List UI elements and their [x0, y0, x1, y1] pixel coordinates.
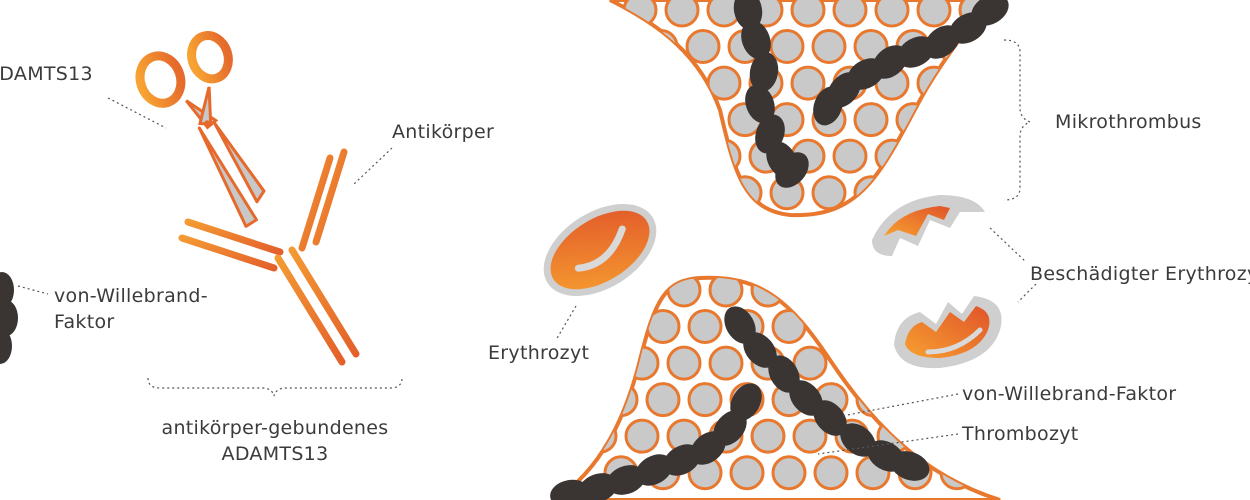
vwf-segment-icon — [768, 355, 800, 393]
platelet-icon — [832, 138, 868, 174]
platelet-icon — [855, 309, 891, 345]
platelet-icon — [790, 0, 826, 28]
vwf-segment-icon — [550, 479, 590, 500]
platelet-icon — [687, 382, 723, 418]
platelet-icon — [832, 0, 868, 28]
platelet-icon — [624, 277, 660, 308]
platelet-icon — [771, 455, 807, 491]
vwf-segment-icon — [813, 86, 843, 126]
platelet-icon — [769, 29, 805, 65]
platelet-icon — [958, 138, 990, 174]
platelet-icon — [916, 0, 952, 28]
platelet-icon — [750, 277, 786, 308]
vwf-fragment-left-icon — [0, 272, 18, 364]
platelet-icon — [706, 65, 742, 101]
platelet-icon — [790, 65, 826, 101]
vwf-segment-icon — [741, 20, 771, 60]
platelet-icon — [792, 345, 828, 381]
platelet-icon — [811, 175, 847, 211]
leader-lines-left — [17, 97, 393, 295]
brace-bottom-icon — [147, 377, 403, 397]
platelet-icon — [897, 382, 933, 418]
vwf-segment-icon — [745, 84, 775, 124]
erythrocyte-icon — [543, 203, 657, 297]
platelet-icon — [666, 345, 702, 381]
platelet-icon — [916, 65, 952, 101]
label-vwf-right: von-Willebrand-Faktor — [962, 383, 1177, 405]
platelet-icon — [876, 277, 912, 308]
vwf-segment-icon — [743, 332, 777, 368]
platelet-icon — [685, 102, 721, 138]
vwf-segment-icon — [663, 444, 701, 476]
label-antibody: Antikörper — [392, 121, 495, 143]
label-vwf-left-line2: Faktor — [54, 311, 115, 333]
platelet-icon — [622, 138, 658, 174]
platelet-icon — [643, 29, 679, 65]
vwf-segment-icon — [840, 423, 876, 457]
platelet-icon — [622, 0, 658, 28]
platelet-icon — [664, 0, 700, 28]
platelet-icon — [750, 418, 786, 454]
microthrombus-bottom — [550, 275, 1001, 500]
label-bound-adamts13-line2: ADAMTS13 — [221, 443, 329, 465]
platelet-icon — [729, 455, 765, 491]
platelet-icon — [813, 309, 849, 345]
platelet-icon — [643, 102, 679, 138]
platelet-icon — [624, 418, 660, 454]
platelet-icon — [708, 277, 744, 308]
platelet-icon — [664, 138, 700, 174]
damaged-erythrocyte-bottom-icon — [894, 296, 1002, 369]
platelet-icon — [874, 138, 910, 174]
label-thrombocyte: Thrombozyt — [962, 423, 1079, 445]
label-damaged-erythrocyte: Beschädigter Erythrozyt — [1030, 263, 1250, 285]
platelet-icon — [727, 175, 763, 211]
antibody-icon — [178, 148, 360, 366]
platelet-icon — [792, 277, 828, 308]
leader-lines-right — [555, 39, 1037, 455]
damaged-erythrocyte-top-icon — [872, 195, 985, 256]
label-adamts13: ADAMTS13 — [0, 63, 93, 85]
label-vwf-left-line1: von-Willebrand- — [54, 285, 208, 307]
adamts13-scissors-icon — [135, 31, 266, 228]
platelet-icon — [855, 382, 891, 418]
platelet-icon — [685, 175, 721, 211]
vwf-segment-icon — [749, 52, 779, 92]
platelet-icon — [813, 455, 849, 491]
label-bound-adamts13-line1: antikörper-gebundenes — [161, 417, 389, 439]
microthrombus-top — [609, 0, 1009, 218]
platelet-icon — [939, 455, 975, 491]
platelet-icon — [664, 65, 700, 101]
platelet-icon — [771, 309, 807, 345]
platelet-icon — [958, 65, 990, 101]
label-microthrombus: Mikrothrombus — [1055, 111, 1202, 133]
platelet-icon — [834, 277, 870, 308]
platelet-icon — [687, 309, 723, 345]
platelet-icon — [937, 102, 973, 138]
label-erythrocyte: Erythrozyt — [488, 342, 590, 364]
platelet-icon — [853, 102, 889, 138]
vwf-segment-icon — [890, 451, 930, 481]
platelet-icon — [874, 0, 910, 28]
vwf-segment-icon — [775, 152, 809, 188]
platelet-icon — [918, 277, 954, 308]
platelet-icon — [708, 345, 744, 381]
platelet-icon — [918, 418, 954, 454]
vwf-segment-icon — [813, 400, 847, 436]
platelet-icon — [643, 175, 679, 211]
platelet-icon — [895, 102, 931, 138]
platelet-icon — [603, 382, 639, 418]
platelet-icon — [645, 382, 681, 418]
platelet-icon — [916, 138, 952, 174]
platelet-icon — [685, 29, 721, 65]
platelet-icon — [811, 29, 847, 65]
vwf-segment-icon — [733, 0, 763, 30]
platelet-icon — [603, 309, 639, 345]
platelet-icon — [792, 418, 828, 454]
platelet-icon — [622, 65, 658, 101]
